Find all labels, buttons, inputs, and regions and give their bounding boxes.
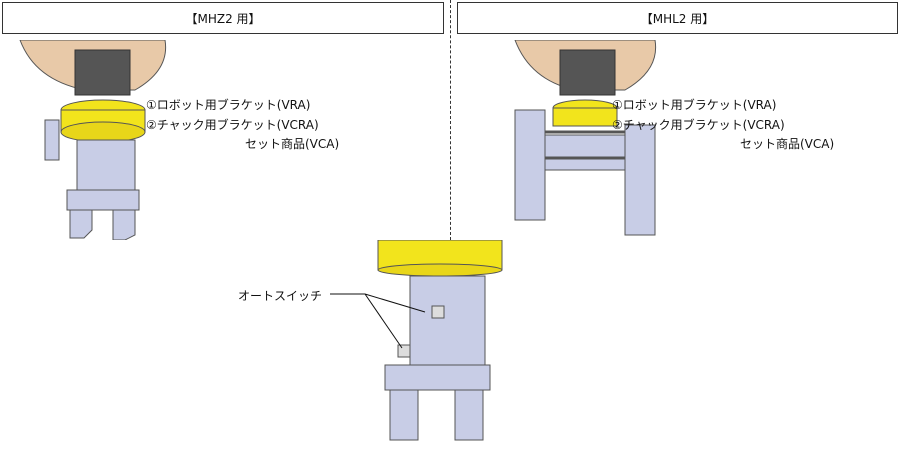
auto-switch-label: オートスイッチ — [238, 289, 323, 303]
mhl2-label-chuck-bracket: ②チャック用ブラケット(VCRA) — [612, 118, 785, 132]
mhz2-label-chuck-bracket: ②チャック用ブラケット(VCRA) — [146, 118, 319, 132]
mhl2-gripper-illustration — [514, 40, 657, 236]
mhl2-title: 【MHL2 用】 — [640, 11, 715, 26]
mhz2-gripper-illustration — [19, 40, 167, 240]
mhz2-title: 【MHZ2 用】 — [185, 11, 261, 26]
mhl2-label-robot-bracket: ①ロボット用ブラケット(VRA) — [612, 98, 777, 112]
mhz2-label-set: セット商品(VCA) — [245, 137, 340, 151]
panel-divider — [450, 0, 451, 240]
mhl2-label-set: セット商品(VCA) — [740, 137, 835, 151]
mhz2-header: 【MHZ2 用】 — [2, 2, 444, 34]
auto-switch-leader-lines — [330, 293, 426, 349]
auto-switch-illustration — [377, 240, 503, 441]
mhl2-header: 【MHL2 用】 — [457, 2, 898, 34]
mhz2-label-robot-bracket: ①ロボット用ブラケット(VRA) — [146, 98, 311, 112]
